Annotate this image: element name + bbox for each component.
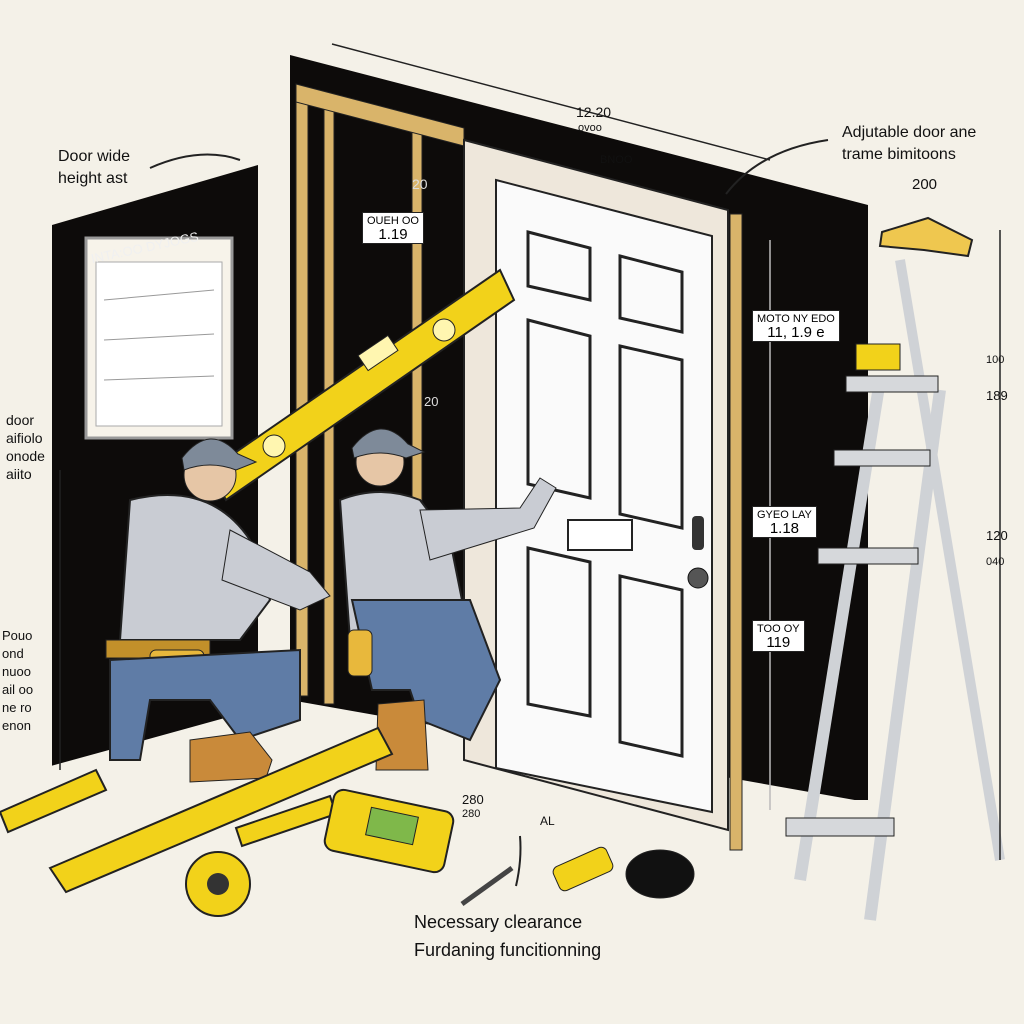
floor-level [0, 768, 108, 834]
tape-measure-hub [207, 873, 229, 895]
ladder-step [833, 449, 931, 467]
dimension-text: 20 [424, 394, 439, 409]
measure-tag: MOTO NY EDO 11, 1.9 e [752, 310, 840, 342]
side-label: aiito [6, 466, 32, 482]
door-panel [618, 254, 684, 334]
callout-door-width: Door wide [58, 148, 131, 165]
side-label: nuoo [2, 664, 31, 679]
side-label: enon [2, 718, 31, 733]
worker-overalls [350, 599, 502, 742]
dimension-text: 120 [986, 528, 1008, 543]
measure-tag-value: 1.19 [378, 226, 408, 243]
leader-line [725, 139, 829, 195]
door-panel [526, 230, 592, 302]
measure-tag-top: GYEO LAY [757, 509, 812, 521]
door-panel [526, 546, 592, 718]
measure-tag: GYEO LAY 1.18 [752, 506, 817, 538]
mail-slot [567, 519, 633, 551]
door-panel [526, 318, 592, 500]
measure-tag-value: 1.18 [769, 520, 800, 537]
measure-tag-value: 119 [766, 634, 791, 651]
worker-boot [189, 731, 273, 783]
side-label: ail oo [2, 682, 34, 697]
dimension-text: 040 [986, 556, 1005, 568]
worker-cap [181, 438, 258, 471]
ladder-tool [855, 343, 901, 371]
dimension-text: 189 [986, 388, 1008, 403]
pencil [460, 865, 514, 907]
measure-tag-top: MOTO NY EDO [757, 313, 835, 325]
door-knob [687, 567, 709, 589]
ladder-step [785, 817, 895, 837]
worker-arm [221, 529, 331, 611]
dimension-text: BNOO [600, 154, 633, 166]
side-label: ne ro [2, 700, 32, 715]
dimension-line [331, 43, 771, 161]
ladder-step [817, 547, 919, 565]
dimension-text: AL [540, 814, 555, 828]
side-label: door [6, 412, 35, 428]
ladder-rail [895, 259, 1005, 861]
plan-sheet-inner [95, 261, 223, 427]
door-panel [618, 574, 684, 758]
plan-line [103, 289, 215, 301]
dimension-text: 12.20 [576, 104, 612, 120]
leader-line [515, 835, 522, 887]
plan-line [103, 375, 215, 381]
tool-pouch [347, 629, 373, 677]
laser-meter-screen [365, 806, 419, 846]
measure-tag-top: TOO OY [757, 623, 800, 635]
ladder-step [845, 375, 939, 393]
dimension-text: 100 [986, 354, 1005, 366]
tape-measure-black [625, 849, 695, 899]
dimension-text: 20 [412, 176, 428, 192]
door-panel [618, 344, 684, 530]
dimension-text: 280 [462, 792, 484, 807]
floor-level [48, 726, 394, 894]
leader-line [149, 153, 241, 169]
measure-tag-top: OUEH OO [367, 215, 419, 227]
dimension-text: 200 [912, 176, 938, 193]
callout-functioning: Furdaning funcitionning [414, 940, 602, 960]
measure-tag-value: 11, 1.9 e [767, 324, 825, 341]
ladder-top [878, 216, 974, 258]
side-label: aifiolo [6, 430, 43, 446]
door-lock [692, 516, 704, 550]
worker-legs [109, 648, 301, 761]
callout-height-set: height ast [58, 170, 128, 187]
level-vial [432, 318, 456, 342]
side-label: ond [2, 646, 24, 661]
jamb-strip [729, 213, 743, 851]
measure-tag: TOO OY 119 [752, 620, 805, 652]
callout-adjustable: Adjutable door ane [842, 124, 977, 141]
side-label: onode [6, 448, 45, 464]
callout-frame: trame bimitoons [842, 146, 956, 163]
level-vial [262, 434, 286, 458]
measure-tag: OUEH OO 1.19 [362, 212, 424, 244]
worker-arm [419, 477, 557, 561]
utility-knife [552, 846, 614, 892]
callout-clearance: Necessary clearance [414, 912, 583, 932]
plan-line [103, 333, 215, 341]
dimension-text: 280 [462, 808, 481, 820]
door-slab [495, 178, 713, 814]
worker-boot [375, 699, 429, 771]
side-label: Pouo [2, 628, 33, 643]
dimension-text: ovoo [578, 122, 602, 134]
level-window [357, 334, 399, 372]
worker-cap [351, 428, 426, 459]
